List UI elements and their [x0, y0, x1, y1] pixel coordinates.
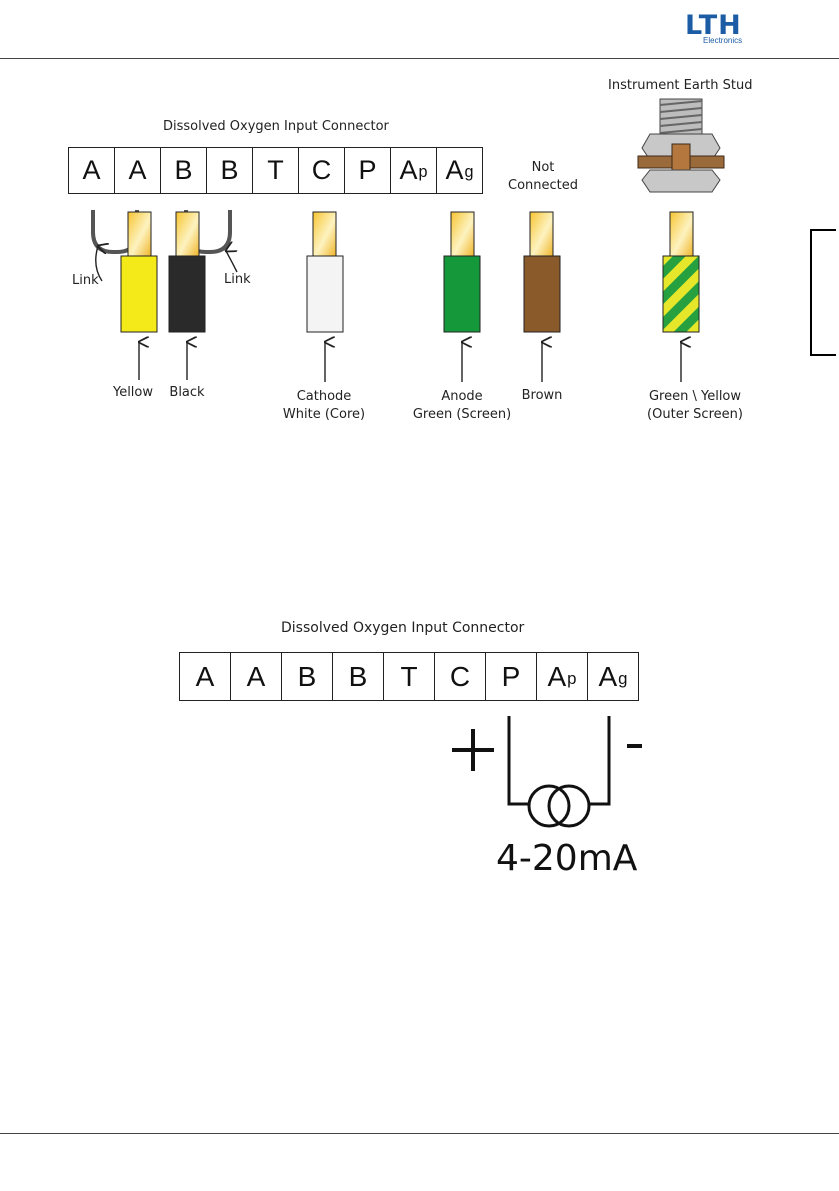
footer-rule [0, 1133, 839, 1134]
pin-b1: B [282, 653, 333, 700]
wire-label-cathode: Cathode White (Core) [283, 388, 365, 424]
link-right-label: Link [224, 272, 251, 287]
wire-brown-tip [530, 212, 553, 256]
wire-black-tip [176, 212, 199, 256]
pin-b2: B [333, 653, 384, 700]
current-loop-diagram [0, 700, 839, 860]
wire-white [307, 256, 343, 332]
pin-p: P [486, 653, 537, 700]
loop-wire-right [589, 716, 609, 804]
wire-white-tip [313, 212, 336, 256]
wire-green-tip [451, 212, 474, 256]
link-right-arrow [226, 251, 237, 272]
connector-title-2: Dissolved Oxygen Input Connector [281, 620, 524, 636]
link-left-label: Link [72, 273, 99, 288]
wire-label-black: Black [169, 385, 204, 400]
wire-brown [524, 256, 560, 332]
earth-stud-icon [638, 99, 724, 192]
current-source-label: 4-20mA [496, 838, 637, 879]
wire-black [169, 256, 205, 332]
pin-c: C [435, 653, 486, 700]
wire-greenyellow [663, 256, 699, 332]
wire-label-yellow: Yellow [113, 385, 153, 400]
wire-greenyellow-tip [670, 212, 693, 256]
wire-label-outer-screen: Green \ Yellow (Outer Screen) [647, 388, 743, 424]
pin-t: T [384, 653, 435, 700]
wire-label-anode: Anode Green (Screen) [413, 388, 511, 424]
wire-yellow [121, 256, 157, 332]
wire-yellow-tip [128, 212, 151, 256]
pin-a1: A [180, 653, 231, 700]
loop-wire-left [509, 716, 529, 804]
wire-label-brown: Brown [522, 388, 563, 403]
pin-a2: A [231, 653, 282, 700]
wire-green [444, 256, 480, 332]
